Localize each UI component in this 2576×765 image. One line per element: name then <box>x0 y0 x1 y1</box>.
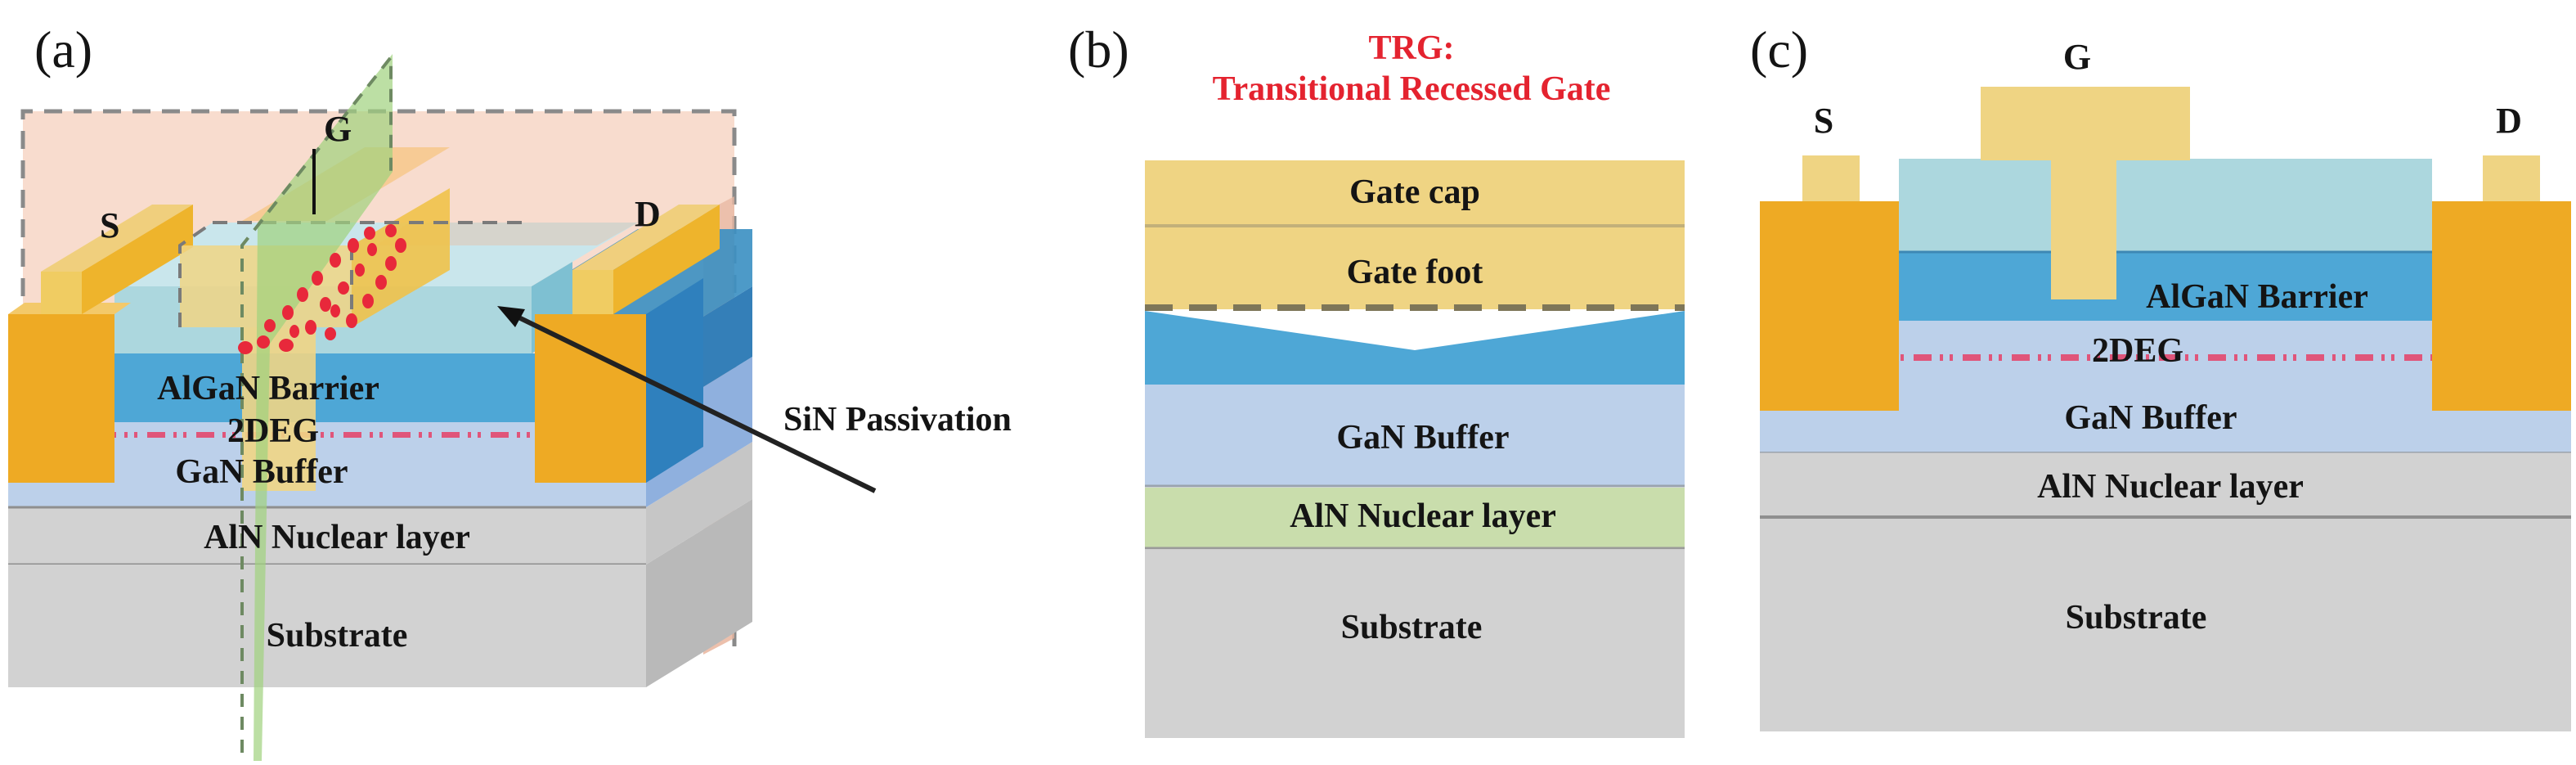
substrate-label-c: Substrate <box>2066 599 2207 637</box>
algan-layer-c <box>1899 252 2432 321</box>
drain-contact-c <box>2432 201 2571 411</box>
drain-pad-c <box>2483 155 2540 201</box>
block-side-aln <box>646 442 752 565</box>
panel-c: (c) G S D AlGaN Barrier 2DEG GaN Buffer … <box>1750 20 2571 731</box>
aln-front <box>8 507 646 565</box>
panel-a-label: (a) <box>34 20 92 79</box>
panel-c-label: (c) <box>1750 20 1808 79</box>
trap-dots <box>238 224 406 354</box>
source-pad-side <box>82 205 193 314</box>
aln-label-a: AlN Nuclear layer <box>204 519 470 556</box>
trg-title-line1: TRG: <box>1369 29 1455 67</box>
drain-contact-front <box>535 314 646 483</box>
twodeg-label-a: 2DEG <box>227 412 319 450</box>
source-contact-c <box>1760 201 1899 411</box>
source-pad-c <box>1802 155 1860 201</box>
algan-label-c: AlGaN Barrier <box>2146 278 2368 316</box>
drain-pad-side <box>613 205 720 314</box>
twodeg-line-a <box>114 432 532 438</box>
twodeg-label-c: 2DEG <box>2092 332 2183 370</box>
substrate-label-b: Substrate <box>1341 609 1483 646</box>
green-cut-plane <box>231 54 393 761</box>
block-side-substrate <box>646 499 752 687</box>
panel-b: (b) TRG: Transitional Recessed Gate Gate… <box>1068 20 1685 738</box>
substrate-layer-b <box>1145 550 1685 738</box>
trg-title-line2: Transitional Recessed Gate <box>1213 70 1611 108</box>
gan-layer-b <box>1145 385 1685 486</box>
gate-cap-side <box>352 188 450 327</box>
source-pad-front <box>41 272 82 314</box>
algan-label-a: AlGaN Barrier <box>157 370 379 407</box>
source-label-c: S <box>1814 101 1833 141</box>
source-pad-top <box>41 205 193 272</box>
drain-label-a: D <box>635 194 661 234</box>
drain-contact-side <box>646 278 703 483</box>
gan-label-b: GaN Buffer <box>1336 419 1509 457</box>
drain-pad-front <box>572 270 613 314</box>
gate-cap-label: Gate cap <box>1349 173 1480 211</box>
passivation-callout-arrow <box>497 306 877 493</box>
gate-cap-c <box>1981 87 2190 160</box>
substrate-label-a: Substrate <box>267 617 408 655</box>
twodeg-line-c <box>1899 354 2432 361</box>
substrate-layer-c <box>1760 517 2571 731</box>
gan-label-a: GaN Buffer <box>175 453 348 491</box>
gate-label-c: G <box>2063 37 2091 77</box>
aln-layer-b <box>1145 488 1685 548</box>
algan-layer-b <box>1145 311 1685 385</box>
substrate-front <box>8 565 646 687</box>
gate-foot-layer <box>1145 227 1685 309</box>
source-contact-front <box>8 314 114 483</box>
green-plane-outline <box>240 52 393 753</box>
panel-a: (a) G S D AlGaN Barrier 2DEG GaN Buffer … <box>8 20 1012 761</box>
gate-foot-label: Gate foot <box>1347 254 1483 291</box>
aln-label-c: AlN Nuclear layer <box>2037 468 2304 506</box>
panel-b-label: (b) <box>1068 20 1129 79</box>
aln-layer-c <box>1760 452 2571 515</box>
gate-label-a: G <box>324 109 352 149</box>
passivation-layer-c <box>1899 159 2432 252</box>
gate-cap-layer <box>1145 160 1685 226</box>
aln-label-b: AlN Nuclear layer <box>1290 497 1556 535</box>
source-label-a: S <box>100 205 119 245</box>
gate-stem-c <box>2051 159 2116 299</box>
gate-stem <box>242 327 316 491</box>
drain-label-c: D <box>2496 101 2522 141</box>
gan-label-c: GaN Buffer <box>2064 399 2237 437</box>
drain-pad-top <box>572 205 720 270</box>
passivation-callout-label: SiN Passivation <box>783 401 1012 439</box>
